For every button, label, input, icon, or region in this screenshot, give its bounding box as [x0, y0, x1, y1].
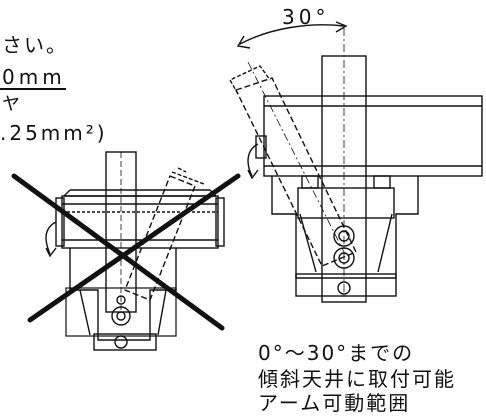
caption-line-2: 傾斜天井に取付可能	[258, 367, 456, 391]
text-line-3: ヤ	[2, 94, 20, 115]
text-line-1: さい。	[2, 33, 68, 57]
right-mount-drawing	[229, 21, 483, 303]
caption: 0°～30°までの 傾斜天井に取付可能 アーム可動範囲	[258, 341, 456, 415]
partial-instruction-text: さい。 0mm ヤ .25mm²)	[0, 33, 108, 145]
angle-label: 30°	[282, 5, 329, 29]
angle-arc	[239, 24, 345, 45]
caption-line-1: 0°～30°までの	[258, 341, 414, 365]
caption-line-3: アーム可動範囲	[258, 391, 410, 415]
prohibited-cross-mark	[11, 173, 241, 331]
right-arm-bar	[263, 95, 483, 177]
right-tilted-pole-dashed	[235, 77, 357, 267]
text-line-2: 0mm	[2, 65, 66, 89]
left-mount-drawing	[45, 151, 225, 351]
text-line-4: .25mm²)	[0, 121, 108, 145]
